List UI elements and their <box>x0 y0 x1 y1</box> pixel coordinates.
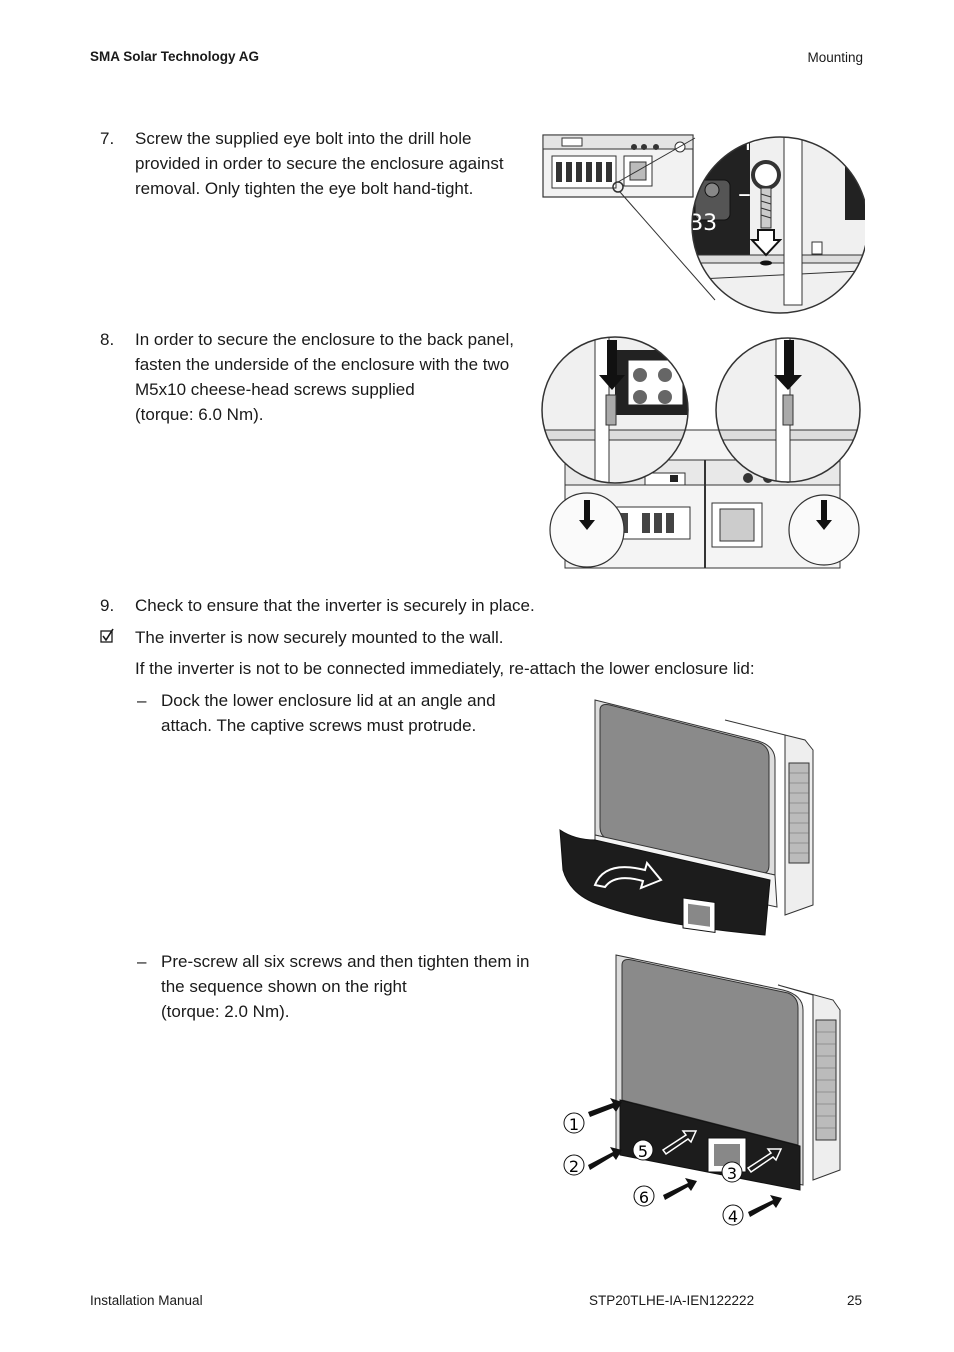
callout-2: 2 <box>569 1157 579 1176</box>
substep-line: Pre-screw all six screws and then tighte… <box>161 952 530 971</box>
step-line: removal. Only tighten the eye bolt hand-… <box>135 179 474 198</box>
step-line: fasten the underside of the enclosure wi… <box>135 355 510 374</box>
step-8: 8. In order to secure the enclosure to t… <box>100 327 540 432</box>
figure-dock-lid <box>559 699 814 936</box>
substep-pre-screw: – Pre-screw all six screws and then tigh… <box>135 949 555 1029</box>
note-text: If the inverter is not to be connected i… <box>135 659 755 678</box>
step-line: In order to secure the enclosure to the … <box>135 330 514 349</box>
footer-manual: Installation Manual <box>90 1293 203 1308</box>
figure-underside-screws <box>541 336 861 569</box>
result-text: The inverter is now securely mounted to … <box>135 628 504 647</box>
step-line: Check to ensure that the inverter is sec… <box>135 596 535 615</box>
step-line: M5x10 cheese-head screws supplied <box>135 380 415 399</box>
figure-label-b3: B3 <box>688 211 717 236</box>
header-company: SMA Solar Technology AG <box>90 49 260 64</box>
callout-3: 3 <box>727 1164 737 1183</box>
callout-1: 1 <box>569 1115 579 1134</box>
header-section: Mounting <box>807 50 863 65</box>
substep-line: the sequence shown on the right <box>161 977 407 996</box>
substep-dock-lid: – Dock the lower enclosure lid at an ang… <box>135 688 535 743</box>
callout-5: 5 <box>638 1142 648 1161</box>
step-number: 7. <box>100 129 115 148</box>
callout-6: 6 <box>639 1188 649 1207</box>
substep-line: (torque: 2.0 Nm). <box>161 1002 290 1021</box>
result: The inverter is now securely mounted to … <box>100 625 620 650</box>
substep-dash: – <box>137 952 147 971</box>
step-number: 8. <box>100 330 115 349</box>
footer-page-number: 25 <box>846 1293 862 1308</box>
footer-doc-id: STP20TLHE-IA-IEN122222 <box>589 1293 755 1308</box>
step-9: 9. Check to ensure that the inverter is … <box>100 593 620 618</box>
figure-eye-bolt: + – B3 <box>542 134 865 314</box>
step-line: (torque: 6.0 Nm). <box>135 405 264 424</box>
checkbox-checked-icon <box>100 628 114 643</box>
step-line: provided in order to secure the enclosur… <box>135 154 504 173</box>
minus-label: – <box>738 179 751 209</box>
figure-screw-sequence: 1 2 3 4 5 6 <box>563 954 841 1226</box>
step-7: 7. Screw the supplied eye bolt into the … <box>100 126 530 206</box>
substep-line: attach. The captive screws must protrude… <box>161 716 477 735</box>
step-line: Screw the supplied eye bolt into the dri… <box>135 129 472 148</box>
callout-4: 4 <box>728 1207 738 1226</box>
substep-dash: – <box>137 691 147 710</box>
substep-line: Dock the lower enclosure lid at an angle… <box>161 691 496 710</box>
step-number: 9. <box>100 596 115 615</box>
